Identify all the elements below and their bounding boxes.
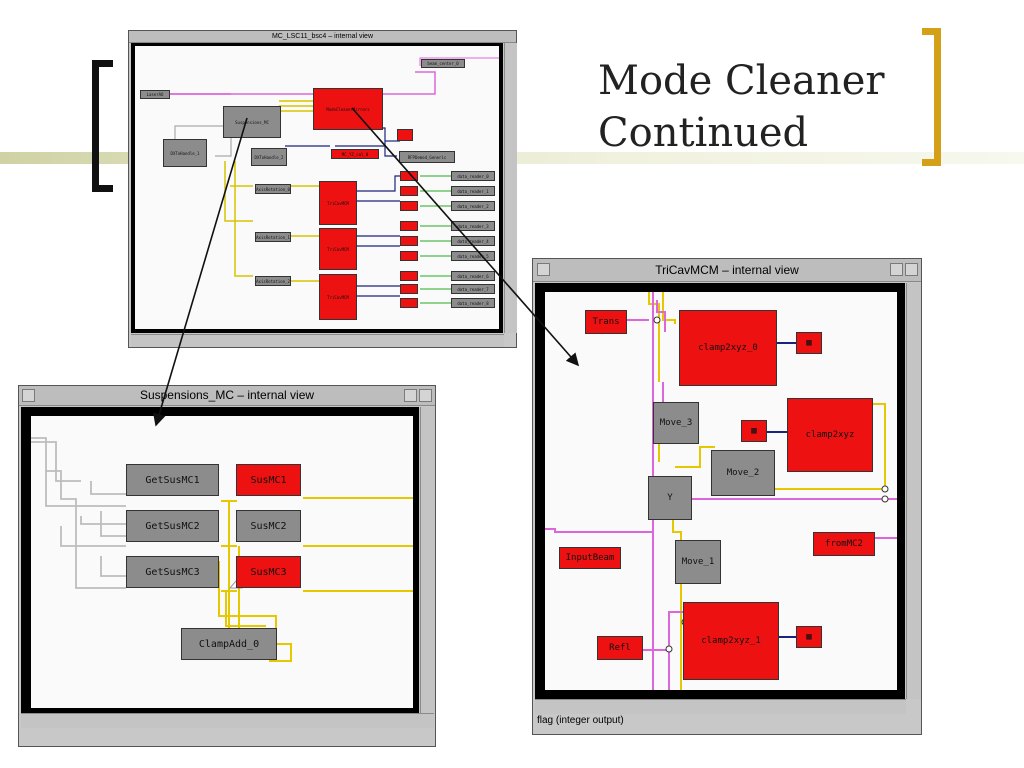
tricav-status-text: flag (integer output) — [537, 715, 624, 726]
modecleaner-block[interactable]: ModeCleanerMirrors — [313, 88, 383, 130]
clamp2xyz-block[interactable]: clamp2xyz — [787, 398, 873, 472]
data-reader-2[interactable]: data_reader_2 — [451, 201, 495, 211]
axisrot1-block[interactable]: AxisRotation_1 — [255, 232, 291, 242]
clamp2xyz-0-block[interactable]: clamp2xyz_0 — [679, 310, 777, 386]
dtohandle2-block[interactable]: DXToHandle_2 — [251, 148, 287, 166]
move2-block[interactable]: Move_2 — [711, 450, 775, 496]
tricav-window-title: TriCavMCM – internal view — [655, 263, 799, 277]
axisrot2-block[interactable]: AxisRotation_2 — [255, 276, 291, 286]
suspensions-hscroll[interactable] — [21, 713, 434, 728]
suspensions-window: Suspensions_MC – internal view — [18, 385, 436, 747]
mini-red-3[interactable] — [400, 221, 418, 231]
top-window: MC_LSC11_bsc4 – internal view — [128, 30, 517, 348]
move1-block[interactable]: Move_1 — [675, 540, 721, 584]
tricav-hscroll[interactable] — [535, 699, 906, 714]
rfpdemod-block[interactable]: RFPDemod_Generic — [399, 151, 455, 163]
top-window-title: MC_LSC11_bsc4 – internal view — [271, 33, 374, 40]
output-icon-1[interactable]: ▦ — [796, 626, 822, 648]
trans-block[interactable]: Trans — [585, 310, 627, 334]
data-reader-1[interactable]: data_reader_1 — [451, 186, 495, 196]
sus-mc2-block[interactable]: SusMC2 — [236, 510, 301, 542]
suspensions-wires — [31, 437, 413, 662]
laserin-block[interactable]: LaserAO — [140, 90, 170, 99]
from-mc2-block[interactable]: fromMC2 — [813, 532, 875, 556]
suspensions-vscroll[interactable] — [420, 407, 435, 713]
left-bracket — [92, 60, 113, 192]
tricav-window-titlebar[interactable]: TriCavMCM – internal view — [533, 259, 921, 282]
top-window-titlebar[interactable]: MC_LSC11_bsc4 – internal view — [129, 31, 516, 43]
slide-title-line1: Mode Cleaner — [598, 58, 885, 104]
slide-title: Mode Cleaner Continued — [598, 55, 898, 159]
small-red-block[interactable] — [397, 129, 413, 141]
input-icon[interactable]: ▦ — [741, 420, 767, 442]
sus-mc1-block[interactable]: SusMC1 — [236, 464, 301, 496]
beam-center-block[interactable]: beam_center_0 — [421, 59, 465, 68]
tricav2-block[interactable]: TriCavMCM — [319, 228, 357, 270]
mini-red-7[interactable] — [400, 284, 418, 294]
tricav1-block[interactable]: TriCavMCM — [319, 181, 357, 225]
clamp-add-block[interactable]: ClampAdd_0 — [181, 628, 277, 660]
suspensions-canvas: GetSusMC1 GetSusMC2 GetSusMC3 SusMC1 Sus… — [31, 416, 413, 708]
mini-red-8[interactable] — [400, 298, 418, 308]
suspensions-block[interactable]: Suspensions_MC — [223, 106, 281, 138]
dtohandle1-block[interactable]: DXToHandle_1 — [163, 139, 207, 167]
top-window-hscroll[interactable] — [131, 334, 504, 347]
maximize-button[interactable] — [419, 389, 432, 402]
data-reader-7[interactable]: data_reader_7 — [451, 284, 495, 294]
tricav3-block[interactable]: TriCavMCM — [319, 274, 357, 320]
sus-mc3-block[interactable]: SusMC3 — [236, 556, 301, 588]
suspensions-window-title: Suspensions_MC – internal view — [139, 388, 315, 402]
data-reader-3[interactable]: data_reader_3 — [451, 221, 495, 231]
data-reader-4[interactable]: data_reader_4 — [451, 236, 495, 246]
top-window-canvas: LaserAO Suspensions_MC ModeCleanerMirror… — [135, 46, 499, 329]
tricav-canvas: Trans clamp2xyz_0 ▦ Move_3 clamp2xyz ▦ M… — [545, 292, 897, 690]
tricav-vscroll[interactable] — [906, 283, 921, 699]
tricav-window-menu-button[interactable] — [537, 263, 550, 276]
mini-red-5[interactable] — [400, 251, 418, 261]
minimize-button[interactable] — [404, 389, 417, 402]
mini-red-0[interactable] — [400, 171, 418, 181]
mini-red-4[interactable] — [400, 236, 418, 246]
move3-block[interactable]: Move_3 — [653, 402, 699, 444]
data-reader-8[interactable]: data_reader_8 — [451, 298, 495, 308]
clamp2xyz-1-block[interactable]: clamp2xyz_1 — [683, 602, 779, 680]
tricav-maximize-button[interactable] — [905, 263, 918, 276]
mc-yz-block[interactable]: MC_YZ_cal_0 — [331, 149, 379, 159]
data-reader-5[interactable]: data_reader_5 — [451, 251, 495, 261]
tricav-window: TriCavMCM – internal view — [532, 258, 922, 735]
data-reader-6[interactable]: data_reader_6 — [451, 271, 495, 281]
tricav-minimize-button[interactable] — [890, 263, 903, 276]
data-reader-0[interactable]: data_reader_0 — [451, 171, 495, 181]
mini-red-1[interactable] — [400, 186, 418, 196]
refl-block[interactable]: Refl — [597, 636, 643, 660]
slide-title-line2: Continued — [598, 110, 809, 156]
top-window-vscroll[interactable] — [504, 43, 517, 333]
suspensions-window-titlebar[interactable]: Suspensions_MC – internal view — [19, 386, 435, 406]
get-sus-mc1-block[interactable]: GetSusMC1 — [126, 464, 219, 496]
get-sus-mc2-block[interactable]: GetSusMC2 — [126, 510, 219, 542]
right-bracket — [922, 28, 941, 166]
mini-red-6[interactable] — [400, 271, 418, 281]
y-block[interactable]: Y — [648, 476, 692, 520]
input-beam-block[interactable]: InputBeam — [559, 547, 621, 569]
output-icon-0[interactable]: ▦ — [796, 332, 822, 354]
axisrot0-block[interactable]: AxisRotation_0 — [255, 184, 291, 194]
mini-red-2[interactable] — [400, 201, 418, 211]
get-sus-mc3-block[interactable]: GetSusMC3 — [126, 556, 219, 588]
window-menu-button[interactable] — [22, 389, 35, 402]
